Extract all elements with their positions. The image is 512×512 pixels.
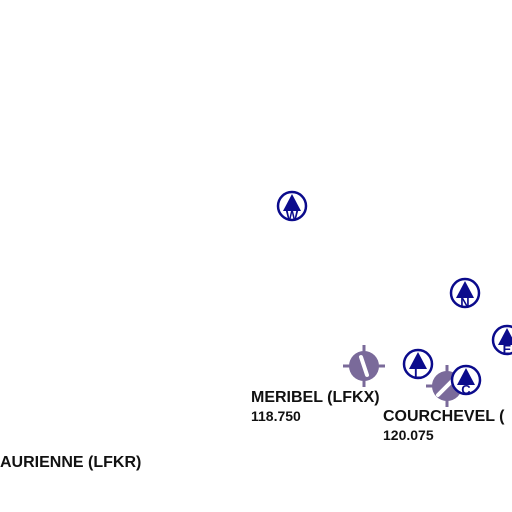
waypoint-marker-c[interactable]: C: [449, 363, 483, 403]
triangle-in-circle-icon: [491, 324, 512, 356]
aerodrome-frequency: 120.075: [383, 427, 434, 443]
aerodrome-icon-meribel[interactable]: [341, 343, 387, 389]
aerodrome-label-aurienne: AURIENNE (LFKR): [0, 453, 141, 472]
aerodrome-name: AURIENNE (LFKR): [0, 454, 142, 471]
aerodrome-frequency: 118.750: [251, 408, 301, 424]
triangle-in-circle-icon: [450, 364, 482, 396]
waypoint-marker-w[interactable]: W: [275, 189, 309, 229]
waypoint-label: N: [460, 295, 470, 310]
waypoint-marker-n[interactable]: N: [448, 276, 482, 316]
triangle-in-circle-icon: [276, 190, 308, 222]
waypoint-label: C: [461, 382, 471, 397]
waypoint-marker-l[interactable]: L: [401, 347, 435, 387]
waypoint-label: L: [414, 366, 422, 381]
aerodrome-label-courchevel: COURCHEVEL ( 120.075: [383, 407, 512, 445]
aerodrome-name: MERIBEL (LFKX): [251, 389, 380, 406]
triangle-in-circle-icon: [402, 348, 434, 380]
aerodrome-label-meribel: MERIBEL (LFKX) 118.750: [251, 388, 380, 426]
waypoint-label: E: [502, 342, 512, 357]
triangle-in-circle-icon: [449, 277, 481, 309]
aerodrome-name: COURCHEVEL (: [383, 408, 505, 425]
waypoint-marker-e[interactable]: E: [490, 323, 512, 363]
waypoint-label: W: [285, 208, 299, 223]
